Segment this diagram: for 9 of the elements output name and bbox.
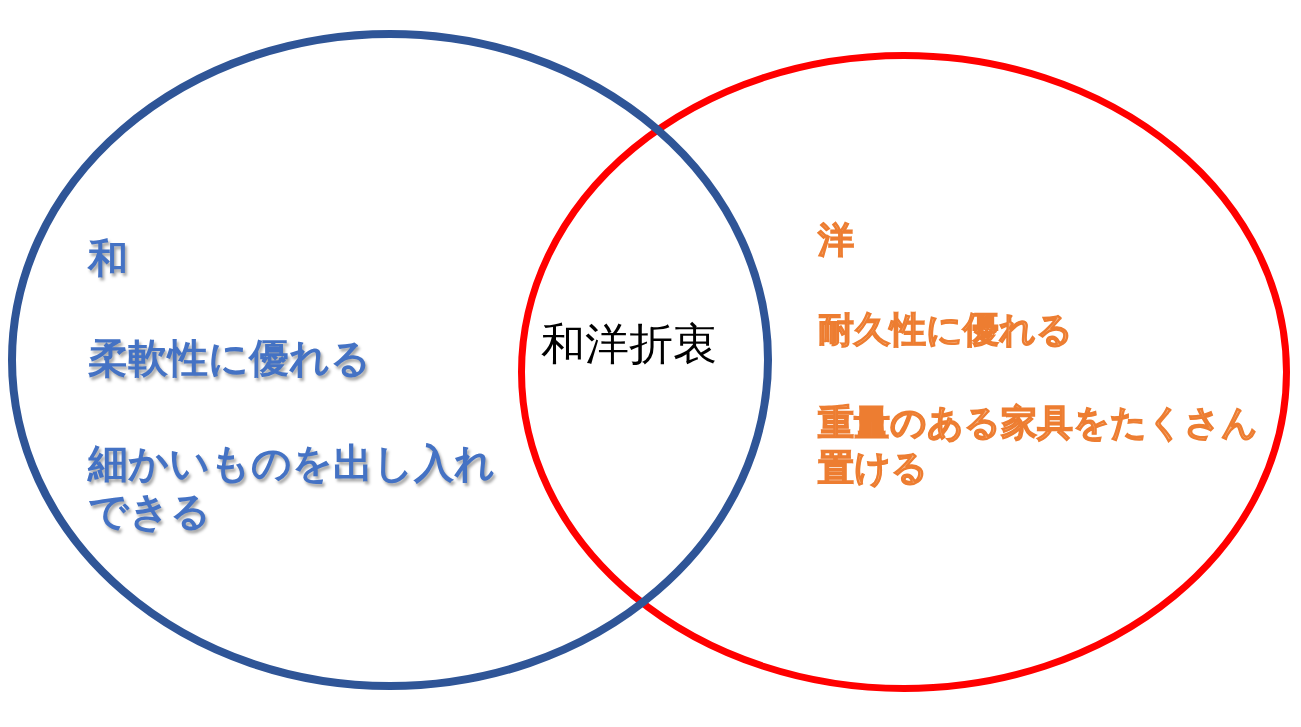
venn-ellipse: [518, 52, 1290, 692]
category-heading: 洋: [818, 218, 855, 262]
feature-text: 重量のある家具をたくさん置ける: [818, 401, 1259, 490]
feature-text: 細かいものを出し入れできる: [88, 439, 496, 535]
category-heading: 和: [88, 234, 129, 282]
feature-text: 耐久性に優れる: [818, 308, 1074, 352]
venn-ellipse: [8, 30, 772, 690]
feature-text: 柔軟性に優れる: [88, 334, 372, 382]
overlap-label: 和洋折衷: [541, 318, 717, 371]
